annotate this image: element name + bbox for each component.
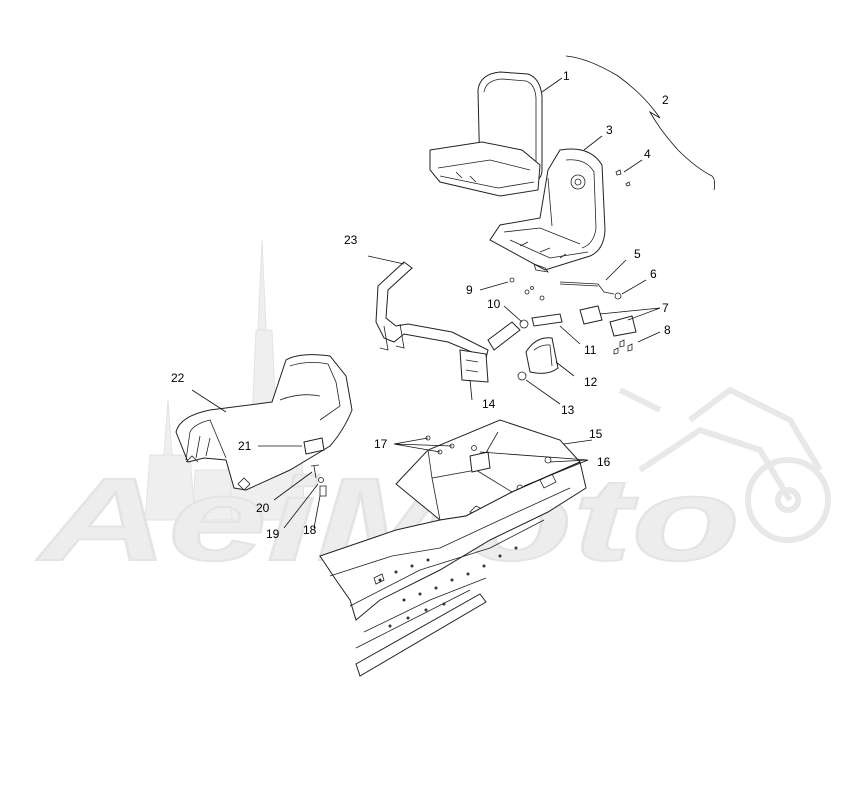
screw-part-4 xyxy=(615,169,631,187)
bolt-part-18 xyxy=(319,485,327,497)
bracket-group-2 xyxy=(565,55,716,191)
washer-part-19 xyxy=(318,477,324,483)
leader-lines xyxy=(191,77,661,529)
emblem-part-21 xyxy=(303,437,325,455)
watermark-text: AeiMoto xyxy=(35,454,740,586)
callout-3: 3 xyxy=(606,123,613,137)
callout-15: 15 xyxy=(589,427,603,441)
callout-17: 17 xyxy=(374,437,388,451)
callout-7: 7 xyxy=(662,301,669,315)
callout-11: 11 xyxy=(584,343,597,357)
callout-8: 8 xyxy=(664,323,671,337)
callout-20: 20 xyxy=(256,501,270,515)
callout-9: 9 xyxy=(466,283,473,297)
callout-21: 21 xyxy=(238,439,252,453)
callout-22: 22 xyxy=(171,371,185,385)
callout-12: 12 xyxy=(584,375,598,389)
callout-14: 14 xyxy=(482,397,496,411)
callout-23: 23 xyxy=(344,233,358,247)
tunnel-chassis xyxy=(319,461,587,677)
latch-plates-part-7 xyxy=(579,305,637,337)
callout-5: 5 xyxy=(634,247,641,261)
plug-part-10 xyxy=(519,319,529,329)
latch-part-6 xyxy=(614,292,622,300)
watermark-motorcycle xyxy=(618,386,831,543)
shield-part-12 xyxy=(525,337,559,374)
callout-labels: 1 2 3 4 5 6 7 8 9 10 11 12 13 14 15 16 1… xyxy=(171,69,671,541)
screws-part-8 xyxy=(613,339,633,355)
callout-4: 4 xyxy=(644,147,651,161)
callout-10: 10 xyxy=(487,297,501,311)
callout-13: 13 xyxy=(561,403,575,417)
callout-16: 16 xyxy=(597,455,611,469)
latch-cable-part-5 xyxy=(559,281,615,295)
watermark: AeiMoto xyxy=(34,239,831,587)
callout-6: 6 xyxy=(650,267,657,281)
callout-19: 19 xyxy=(266,527,280,541)
handle-frame-part-23 xyxy=(375,261,521,383)
fasteners-part-9 xyxy=(509,277,545,301)
seat-cushion-part-1 xyxy=(429,71,543,197)
callout-1: 1 xyxy=(563,69,570,83)
callout-18: 18 xyxy=(303,523,317,537)
nut-part-13 xyxy=(517,371,527,381)
tube-part-11 xyxy=(531,313,563,327)
screw-part-20 xyxy=(310,464,320,479)
callout-2: 2 xyxy=(662,93,669,107)
seat-base-part-3 xyxy=(489,148,606,273)
